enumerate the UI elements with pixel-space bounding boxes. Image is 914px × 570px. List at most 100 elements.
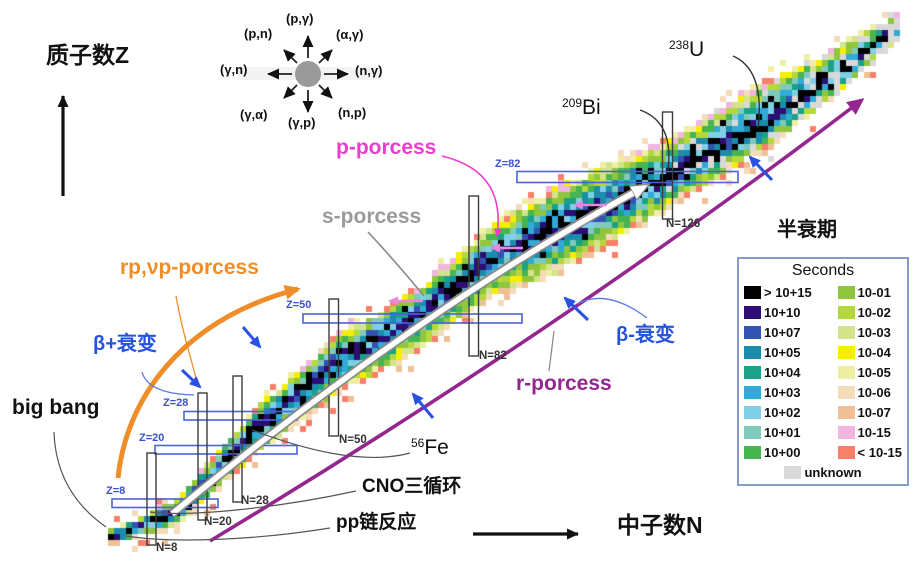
legend-label: 10+05 (764, 344, 801, 360)
p-process-pointer-line (441, 155, 502, 237)
legend-swatch (837, 365, 855, 379)
compass-arrow-down-left (283, 84, 298, 99)
cno-cycle-label: CNO三循环 (362, 476, 462, 497)
bi209-symbol: Bi (582, 96, 601, 119)
pp-chain-label: pp链反应 (336, 512, 417, 533)
legend-label: 10-04 (857, 344, 891, 360)
legend-label: > 10+15 (764, 284, 812, 300)
beta-minus-arrow (748, 155, 774, 182)
legend-label: 10+00 (764, 444, 801, 460)
legend-label: 10+02 (764, 404, 801, 420)
n50-box (328, 298, 340, 437)
beta-minus-label: β-衰变 (616, 324, 675, 346)
legend-label: < 10-15 (857, 444, 902, 460)
legend-label: 10+10 (764, 304, 801, 320)
u238-symbol: U (689, 38, 705, 61)
z28-box (183, 410, 298, 421)
reaction-compass (238, 35, 380, 113)
legend-unknown-row: unknown (744, 463, 902, 481)
unknown-swatch (784, 465, 802, 479)
compass-label-p-gamma: (p,γ) (286, 11, 314, 26)
compass-label-n-p: (n,p) (338, 105, 367, 120)
rp-process-pointer-line (175, 295, 197, 379)
beta-minus-arrow (411, 392, 435, 419)
fe56-mass: 56 (411, 436, 425, 450)
legend-entry: > 10+15 (744, 282, 812, 302)
legend-label: 10-15 (857, 424, 891, 440)
legend-entry: 10+03 (744, 382, 812, 402)
compass-arrow-up-right (318, 49, 333, 64)
legend-swatch (744, 445, 761, 459)
magic-n50-label: N=50 (339, 434, 367, 446)
magic-z20-label: Z=20 (139, 432, 165, 444)
rp-process-arrow (115, 285, 301, 479)
u238-mass: 238 (669, 38, 690, 52)
compass-arrow-down-right (318, 84, 333, 99)
magic-n20-label: N=20 (204, 516, 232, 528)
legend-entry: 10-05 (837, 362, 902, 382)
legend-label: 10-03 (857, 324, 891, 340)
magic-n8-label: N=8 (156, 542, 178, 554)
bi209-mass: 209 (562, 96, 583, 110)
compass-nucleus-circle (295, 61, 321, 87)
beta-minus-pointer-arc (576, 297, 648, 319)
legend-swatch (837, 285, 855, 299)
beta-plus-arrow (180, 368, 202, 389)
unknown-label: unknown (804, 464, 862, 480)
legend-swatch (837, 405, 855, 419)
r-process-label: r-porcess (516, 372, 612, 395)
legend-rows-right: 10-01 10-02 10-03 10-04 10-05 10-06 10-07 10-15… (837, 282, 902, 462)
compass-label-n-gamma: (n,γ) (355, 63, 383, 78)
big-bang-pointer-line (53, 431, 107, 528)
rp-process-label: rp,νp-porcess (120, 256, 259, 279)
z82-box (516, 170, 739, 184)
z20-box (154, 444, 298, 455)
fe56-label: 56Fe (411, 437, 449, 458)
legend-label: 10-01 (857, 284, 891, 300)
beta-plus-label: β+衰变 (93, 333, 157, 355)
compass-label-gamma-alpha: (γ,α) (240, 107, 268, 122)
beta-plus-arrow (241, 326, 262, 349)
legend-entry: 10-01 (837, 282, 902, 302)
compass-arrow-up-left (283, 49, 298, 64)
legend-entry: 10-07 (837, 402, 902, 422)
legend-entry: 10-03 (837, 322, 902, 342)
legend-entry: 10-04 (837, 342, 902, 362)
z8-box (111, 498, 219, 509)
legend-swatch (744, 365, 761, 379)
neutron-axis-label: 中子数N (617, 512, 703, 538)
fe56-pointer-line (251, 429, 411, 459)
r-process-arrow (209, 98, 865, 543)
compass-label-gamma-p: (γ,p) (288, 115, 316, 130)
legend-entry: 10+02 (744, 402, 812, 422)
n28-box (232, 375, 243, 503)
legend-swatch (837, 445, 855, 459)
proton-axis-label: 质子数Z (46, 42, 130, 68)
magic-number-n-boxes (146, 111, 674, 546)
legend-swatch (837, 325, 855, 339)
legend-entry: < 10-15 (837, 442, 902, 462)
legend-label: 10-06 (857, 384, 891, 400)
compass-label-gamma-n: (γ,n) (220, 62, 248, 77)
legend-swatch (744, 325, 761, 339)
magic-z82-label: Z=82 (495, 158, 521, 170)
n82-box (468, 195, 480, 357)
p-process-label: p-porcess (336, 136, 437, 159)
beta-minus-arrow (563, 296, 590, 322)
magic-n28-label: N=28 (241, 495, 269, 507)
s-process-pointer-line (367, 231, 425, 297)
compass-label-alpha-gamma: (α,γ) (336, 27, 364, 42)
legend-entry: 10-02 (837, 302, 902, 322)
legend-label: 10+07 (764, 324, 801, 340)
legend-swatch (744, 385, 761, 399)
magic-n82-label: N=82 (479, 350, 507, 362)
p-process-arrows (388, 200, 607, 306)
legend-swatch (744, 425, 761, 439)
magic-z8-label: Z=8 (106, 485, 126, 497)
legend-entry: 10+04 (744, 362, 812, 382)
s-process-arrow (170, 186, 646, 517)
legend-swatch (837, 385, 855, 399)
